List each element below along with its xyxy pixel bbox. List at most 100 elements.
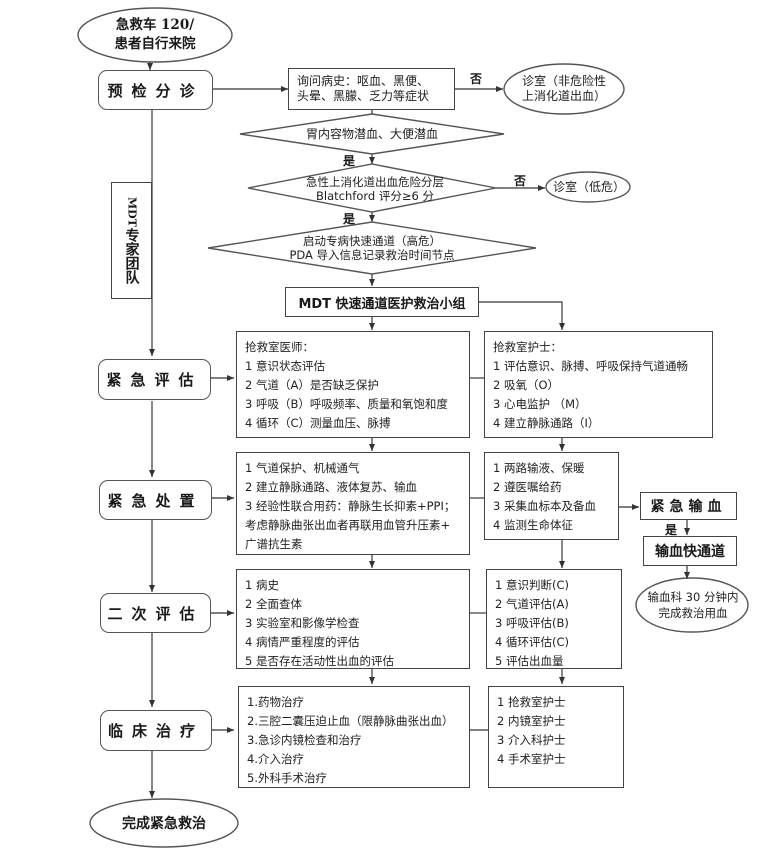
list-item: 5 评估出血量 [495,654,564,668]
fast-track-line1: 启动专病快速通道（高危） [303,234,441,248]
fast-track-line2: PDA 导入信息记录救治时间节点 [289,248,455,262]
stage-triage: 预检分诊 [98,70,213,110]
doctor-treatment-box: 1 气道保护、机械通气 2 建立静脉通路、液体复苏、输血 3 经验性联合用药：静… [236,452,470,555]
occult-blood-diamond [239,113,505,155]
inquiry-line2: 头晕、黑朦、乏力等症状 [297,89,430,103]
doctor-assessment-title: 抢救室医师： [245,340,314,354]
doctor-clinical-box: 1.药物治疗 2.三腔二囊压迫止血（限静脉曲张出血） 3.急诊内镜检查和治疗 4… [238,686,470,788]
list-item: 考虑静脉曲张出血者再联用血管升压素+ [245,518,451,532]
fast-track-node: 启动专病快速通道（高危） PDA 导入信息记录救治时间节点 [262,233,482,263]
clinic-low-label: 诊室（低危） [552,179,625,194]
stage-clinical-treatment: 临床治疗 [100,710,212,751]
inquiry-box: 询问病史：呕血、黑便、 头晕、黑朦、乏力等症状 [288,68,455,110]
no-label-risk: 否 [514,174,527,188]
list-item: 1 两路输液、保暖 [493,461,585,475]
occult-blood-node: 胃内容物潜血、大便潜血 [280,126,464,142]
clinic-low-ellipse [545,171,631,203]
list-item: 2 气道评估(A) [495,597,569,611]
start-ellipse [77,7,233,63]
list-item: 3 经验性联合用药：静脉生长抑素+PPI； [245,499,456,513]
list-item: 1 评估意识、脉搏、呼吸保持气道通畅 [493,359,688,373]
list-item: 2 遵医嘱给药 [493,480,562,494]
clinic-nonrisk-node: 诊室（非危险性 上消化道出血） [508,72,620,106]
list-item: 1 意识判断(C) [495,578,569,592]
transfusion-result-line2: 完成救治用血 [658,606,728,620]
stage-secondary-assessment: 二次评估 [100,593,211,633]
stage-emergency-assessment-label: 紧急评估 [106,371,203,389]
nurse-secondary-box: 1 意识判断(C) 2 气道评估(A) 3 呼吸评估(B) 4 循环评估(C) … [486,569,622,669]
emergency-transfusion-box: 紧急输血 [640,492,737,520]
stage-emergency-treatment: 紧急处置 [99,480,212,520]
mdt-team-label: 专家团队 [123,228,140,285]
mdt-group-label: MDT 快速通道医护救治小组 [298,296,466,312]
clinic-low-node: 诊室（低危） [548,179,630,195]
risk-strat-line2: Blatchford 评分≥6 分 [316,189,434,203]
transfusion-result-line1: 输血科 30 分钟内 [647,590,739,604]
list-item: 1 意识状态评估 [245,359,325,373]
end-label: 完成紧急救治 [122,816,206,832]
start-line1: 急救车 120/ [115,17,195,33]
nurse-clinical-box: 1 抢救室护士 2 内镜室护士 3 介入科护士 4 手术室护士 [488,686,624,788]
list-item: 4 手术室护士 [497,752,566,766]
list-item: 5.外科手术治疗 [247,771,327,785]
mdt-team-prefix: MDT [125,196,139,227]
list-item: 4 监测生命体征 [493,518,573,532]
list-item: 2 气道（A）是否缺乏保护 [245,378,379,392]
list-item: 3 实验室和影像学检查 [245,616,360,630]
list-item: 4.介入治疗 [247,752,304,766]
stage-clinical-treatment-label: 临床治疗 [107,722,204,740]
doctor-assessment-box: 抢救室医师： 1 意识状态评估 2 气道（A）是否缺乏保护 3 呼吸（B）呼吸频… [236,331,470,438]
list-item: 1 病史 [245,578,279,592]
risk-strat-line1: 急性上消化道出血危险分层 [306,175,444,189]
list-item: 2 全面查体 [245,597,302,611]
no-label-inquiry: 否 [470,72,483,86]
list-item: 3 呼吸评估(B) [495,616,569,630]
list-item: 2 吸氧（O） [493,378,560,392]
list-item: 4 循环评估(C) [495,635,569,649]
stage-emergency-assessment: 紧急评估 [98,359,211,400]
stage-emergency-treatment-label: 紧急处置 [107,491,204,510]
yes-label-occult: 是 [343,154,356,168]
list-item: 3 心电监护 （M） [493,397,587,411]
fast-track-diamond [207,221,537,275]
risk-strat-node: 急性上消化道出血危险分层 Blatchford 评分≥6 分 [280,174,470,204]
transfusion-fast-box: 输血快通道 [643,536,737,566]
list-item: 3.急诊内镜检查和治疗 [247,733,362,747]
list-item: 2 建立静脉通路、液体复苏、输血 [245,480,417,494]
nurse-treatment-box: 1 两路输液、保暖 2 遵医嘱给药 3 采集血标本及备血 4 监测生命体征 [484,452,619,540]
mdt-group-box: MDT 快速通道医护救治小组 [285,287,479,317]
start-line2: 患者自行来院 [114,36,196,52]
nurse-assessment-box: 抢救室护士： 1 评估意识、脉搏、呼吸保持气道通畅 2 吸氧（O） 3 心电监护… [484,331,713,438]
end-ellipse [89,798,239,848]
list-item: 4 病情严重程度的评估 [245,635,360,649]
end-node: 完成紧急救治 [100,812,228,834]
inquiry-line1: 询问病史：呕血、黑便、 [297,74,430,88]
yes-label-risk: 是 [343,212,356,226]
yes-label-transfusion: 是 [665,523,678,537]
list-item: 1 气道保护、机械通气 [245,461,360,475]
list-item: 1 抢救室护士 [497,695,566,709]
list-item: 3 呼吸（B）呼吸频率、质量和氧饱和度 [245,397,448,411]
transfusion-fast-label: 输血快通道 [655,544,725,560]
list-item: 2.三腔二囊压迫止血（限静脉曲张出血） [247,714,454,728]
list-item: 3 采集血标本及备血 [493,499,596,513]
stage-secondary-assessment-label: 二次评估 [107,604,204,623]
emergency-transfusion-label: 紧急输血 [650,499,727,515]
list-item: 广谱抗生素 [245,537,303,551]
clinic-nonrisk-ellipse [503,63,625,115]
list-item: 5 是否存在活动性出血的评估 [245,654,394,668]
list-item: 4 建立静脉通路（I） [493,416,600,430]
transfusion-result-node: 输血科 30 分钟内 完成救治用血 [638,589,748,621]
list-item: 4 循环（C）测量血压、脉搏 [245,416,391,430]
list-item: 2 内镜室护士 [497,714,566,728]
mdt-team-box: MDT 专家团队 [111,182,152,299]
nurse-assessment-title: 抢救室护士： [493,340,562,354]
transfusion-result-ellipse [635,577,749,633]
list-item: 3 介入科护士 [497,733,566,747]
doctor-secondary-box: 1 病史 2 全面查体 3 实验室和影像学检查 4 病情严重程度的评估 5 是否… [236,569,470,669]
list-item: 1.药物治疗 [247,695,304,709]
occult-blood-label: 胃内容物潜血、大便潜血 [305,126,438,141]
clinic-nonrisk-line2: 上消化道出血） [521,89,606,103]
